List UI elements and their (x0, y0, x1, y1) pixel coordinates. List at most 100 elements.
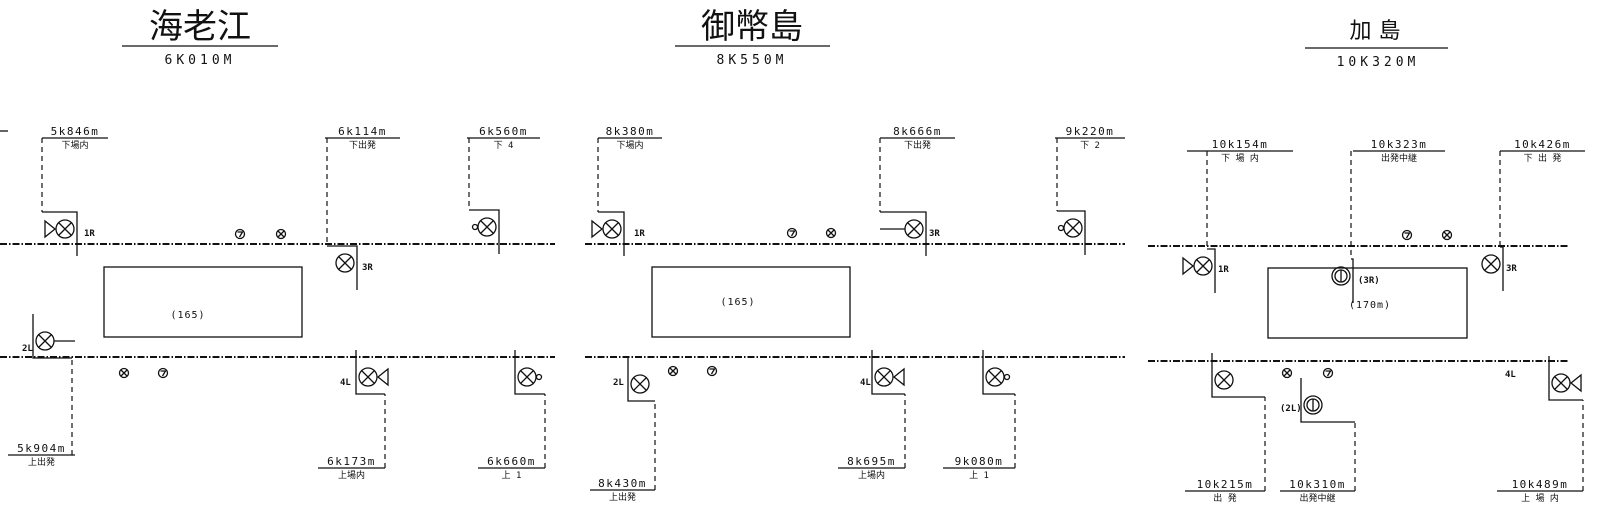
signal-id: 4L (1505, 370, 1516, 380)
signal-cross-icon (1484, 257, 1498, 271)
station-chainage: 6K010M (165, 53, 236, 68)
platform-length: (165) (170, 310, 205, 321)
shunt-indicator-icon (376, 367, 389, 387)
signal-chainage: 6k114m (338, 125, 387, 138)
signal-chainage: 10k310m (1289, 478, 1346, 491)
speed-marker-icon (786, 227, 798, 239)
indicator-dot-icon (1003, 373, 1011, 381)
signal-lamp-icon (1303, 395, 1323, 415)
signal-post (871, 350, 905, 395)
signal-post (880, 211, 927, 256)
marker-ring (234, 228, 246, 240)
signal-type-label: 上出発 (609, 491, 636, 503)
marker-seven (789, 230, 796, 237)
indicator-dot-icon (471, 223, 479, 231)
stop-marker-icon (667, 365, 679, 377)
signal-post (1548, 356, 1583, 401)
signal-chainage: 6k173m (327, 455, 376, 468)
signal-id: 3R (1506, 264, 1517, 274)
signal-id: 4L (860, 378, 871, 388)
marker-seven (160, 370, 167, 377)
station-chainage: 10K320M (1337, 55, 1420, 70)
signal-id: 2L (613, 378, 624, 388)
signal-type-label: 下場内 (616, 139, 643, 151)
signal-chainage: 8k695m (847, 455, 896, 468)
signal-lamp-icon (630, 374, 650, 394)
signal-type-label: 出発中継 (1299, 492, 1335, 504)
marker-cross (669, 367, 677, 375)
platform (651, 266, 851, 338)
signal-unnamed: 9k220m 下 2 (1055, 125, 1125, 255)
signal-type-label: 下 場 内 (1221, 152, 1259, 164)
signal-cross-icon (633, 377, 647, 391)
signal-post (42, 211, 78, 256)
platform-length: (165) (720, 297, 755, 308)
stop-marker-icon (825, 227, 837, 239)
signal-type-label: 上出発 (28, 456, 55, 468)
signal-cross-icon (1554, 376, 1568, 390)
shunt-indicator-icon (892, 367, 905, 387)
signal-lamp-icon (1214, 370, 1234, 390)
signal-unnamed: 9k080m 上 1 (943, 350, 1016, 481)
signal-chainage: 5k904m (17, 442, 66, 455)
signal-type-label: 上 1 (969, 470, 989, 481)
signal-id: 4L (340, 378, 351, 388)
indicator-dot-icon (535, 373, 543, 381)
speed-marker-icon (234, 228, 246, 240)
signal-post (1300, 378, 1355, 423)
marker-cross (277, 230, 285, 238)
signal-id: 3R (362, 263, 373, 273)
marker-seven (1404, 232, 1411, 239)
signal-chainage: 8k666m (893, 125, 942, 138)
marker-seven (1325, 370, 1332, 377)
signal-post (1211, 353, 1265, 398)
marker-ring (825, 227, 837, 239)
signal-type-label: 上 1 (502, 470, 522, 481)
station-title-mitejima: 御幣島 8K550M (675, 7, 830, 68)
platform (1267, 267, 1468, 339)
signal-id: 3R (929, 229, 940, 239)
signal-cross-icon (1217, 373, 1231, 387)
signal-cross-icon (338, 256, 352, 270)
signal-id: (3R) (1358, 276, 1380, 286)
stop-marker-icon (275, 228, 287, 240)
signal-cross-icon (907, 222, 921, 236)
marker-ring (1322, 367, 1334, 379)
signal-type-label: 下 2 (1080, 141, 1100, 151)
signal-chainage: 9k080m (955, 455, 1004, 468)
signal-chainage: 10k323m (1371, 138, 1428, 151)
marker-cross (1283, 369, 1291, 377)
marker-ring (706, 365, 718, 377)
stop-marker-icon (1441, 229, 1453, 241)
signal-type-label: 出 発 (1213, 492, 1236, 504)
marker-ring (157, 367, 169, 379)
platform-length: (170m) (1349, 300, 1391, 311)
signal-cross-icon (58, 222, 72, 236)
markers-layer (118, 227, 1453, 379)
indicator-dot-icon (1057, 224, 1065, 232)
signal-chainage: 10k215m (1197, 478, 1254, 491)
signal-chainage: 5k846m (51, 125, 100, 138)
signal-post (32, 314, 72, 359)
shunt-indicator-icon (44, 219, 57, 239)
marker-cross (1443, 231, 1451, 239)
marker-cross (120, 369, 128, 377)
marker-ring (1441, 229, 1453, 241)
signal-post (514, 350, 545, 395)
marker-ring (786, 227, 798, 239)
signal-post (1207, 248, 1216, 293)
signal-cross-icon (1066, 221, 1080, 235)
signal-chainage: 9k220m (1066, 125, 1115, 138)
signal-type-label: 下場内 (61, 139, 88, 151)
